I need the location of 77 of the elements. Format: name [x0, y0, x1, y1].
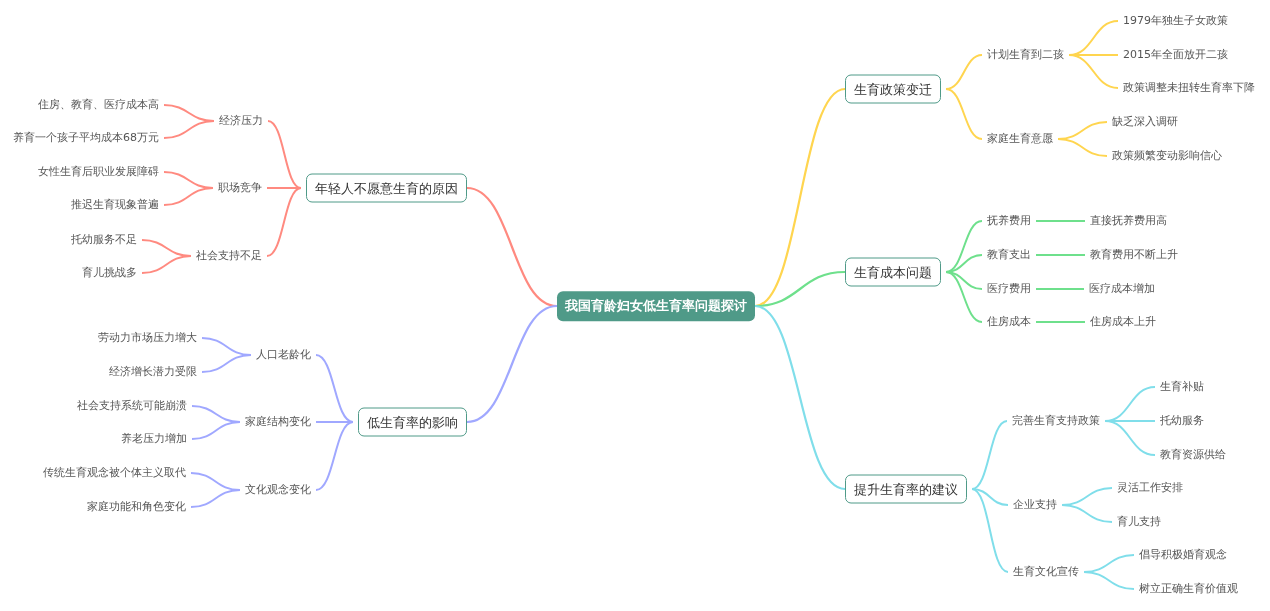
leaf-text: 医疗成本增加	[1089, 280, 1155, 298]
branch-line	[1035, 220, 1086, 222]
leaf-text: 托幼服务不足	[71, 231, 137, 249]
central-topic-box: 我国育龄妇女低生育率问题探讨	[557, 291, 755, 321]
leaf-text: 社会支持系统可能崩溃	[77, 397, 187, 415]
branch-line	[754, 88, 846, 307]
branch-line	[754, 304, 846, 491]
branch-line	[266, 187, 302, 257]
topic-box: 生育成本问题	[845, 257, 941, 287]
branch-line	[971, 488, 1009, 506]
branch-line	[201, 354, 252, 373]
subtopic-text: 医疗费用	[987, 280, 1031, 298]
leaf-text: 教育费用不断上升	[1090, 246, 1178, 264]
subtopic-text: 家庭生育意愿	[987, 130, 1053, 148]
subtopic-text: 完善生育支持政策	[1012, 412, 1100, 430]
subtopic-text: 文化观念变化	[245, 481, 311, 499]
branch-line	[266, 187, 302, 189]
subtopic-text: 家庭结构变化	[245, 413, 311, 431]
subtopic-text: 社会支持不足	[196, 247, 262, 265]
leaf-text: 推迟生育现象普遍	[71, 196, 159, 214]
subtopic-text: 企业支持	[1013, 496, 1057, 514]
leaf-text: 住房、教育、医疗成本高	[38, 96, 159, 114]
topic-box: 生育政策变迁	[845, 74, 941, 104]
branch-line	[1035, 254, 1086, 256]
subtopic-text: 人口老龄化	[256, 346, 311, 364]
leaf-text: 1979年独生子女政策	[1123, 12, 1228, 30]
leaf-text: 政策调整未扭转生育率下降	[1123, 79, 1255, 97]
branch-line	[191, 421, 241, 440]
branch-line	[945, 88, 983, 140]
subtopic-text: 住房成本	[987, 313, 1031, 331]
branch-line	[163, 187, 214, 206]
leaf-text: 直接抚养费用高	[1090, 212, 1167, 230]
leaf-text: 养老压力增加	[121, 430, 187, 448]
leaf-text: 托幼服务	[1160, 412, 1204, 430]
branch-line	[315, 421, 354, 491]
branch-line	[945, 271, 983, 323]
branch-line	[1104, 420, 1156, 456]
branch-line	[163, 120, 215, 139]
branch-line	[267, 120, 302, 189]
branch-line	[141, 255, 192, 274]
topic-box: 年轻人不愿意生育的原因	[306, 173, 467, 203]
branch-line	[1035, 321, 1086, 323]
branch-line	[1035, 288, 1085, 290]
leaf-text: 传统生育观念被个体主义取代	[43, 464, 186, 482]
leaf-text: 养育一个孩子平均成本68万元	[13, 129, 159, 147]
branch-line	[971, 488, 1009, 573]
leaf-text: 倡导积极婚育观念	[1139, 546, 1227, 564]
branch-line	[1083, 571, 1135, 590]
subtopic-text: 抚养费用	[987, 212, 1031, 230]
leaf-text: 劳动力市场压力增大	[98, 329, 197, 347]
leaf-text: 经济增长潜力受限	[109, 363, 197, 381]
leaf-text: 女性生育后职业发展障碍	[38, 163, 159, 181]
subtopic-text: 教育支出	[987, 246, 1031, 264]
leaf-text: 缺乏深入调研	[1112, 113, 1178, 131]
topic-box: 提升生育率的建议	[845, 474, 967, 504]
topic-box: 低生育率的影响	[358, 407, 467, 437]
leaf-text: 住房成本上升	[1090, 313, 1156, 331]
leaf-text: 树立正确生育价值观	[1139, 580, 1238, 598]
subtopic-text: 计划生育到二孩	[987, 46, 1064, 64]
branch-line	[1057, 138, 1108, 157]
leaf-text: 2015年全面放开二孩	[1123, 46, 1228, 64]
subtopic-text: 经济压力	[219, 112, 263, 130]
leaf-text: 家庭功能和角色变化	[87, 498, 186, 516]
leaf-text: 育儿挑战多	[82, 264, 137, 282]
leaf-text: 育儿支持	[1117, 513, 1161, 531]
branch-line	[1061, 504, 1113, 523]
branch-line	[1068, 54, 1119, 89]
branch-line	[971, 420, 1008, 490]
leaf-text: 政策频繁变动影响信心	[1112, 147, 1222, 165]
leaf-text: 生育补贴	[1160, 378, 1204, 396]
leaf-text: 教育资源供给	[1160, 446, 1226, 464]
branch-line	[315, 354, 354, 423]
subtopic-text: 生育文化宣传	[1013, 563, 1079, 581]
branch-line	[466, 304, 558, 424]
branch-line	[190, 489, 241, 508]
leaf-text: 灵活工作安排	[1117, 479, 1183, 497]
subtopic-text: 职场竞争	[218, 179, 262, 197]
